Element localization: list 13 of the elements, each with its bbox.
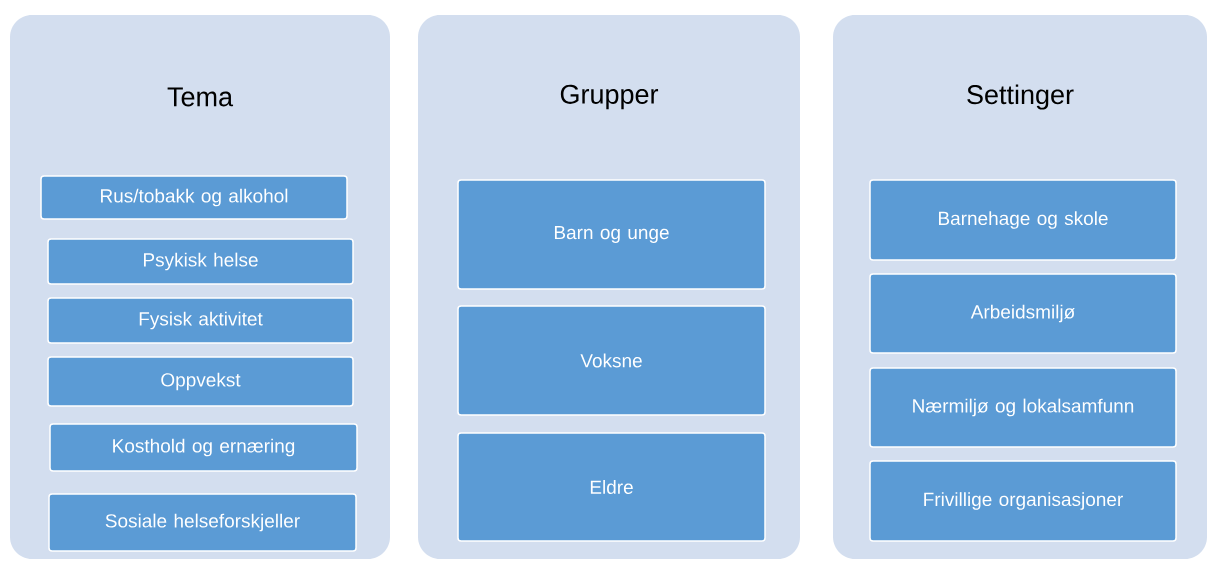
item-box: Psykisk helse bbox=[47, 238, 354, 285]
item-box: Voksne bbox=[457, 305, 766, 416]
item-box: Frivillige organisasjoner bbox=[869, 460, 1177, 542]
item-box: Eldre bbox=[457, 432, 766, 542]
item-box: Oppvekst bbox=[47, 356, 354, 407]
item-box: Arbeidsmiljø bbox=[869, 273, 1177, 354]
item-box: Rus/tobakk og alkohol bbox=[40, 175, 348, 220]
item-box: Barn og unge bbox=[457, 179, 766, 290]
item-box: Nærmiljø og lokalsamfunn bbox=[869, 367, 1177, 448]
item-box: Sosiale helseforskjeller bbox=[48, 493, 357, 552]
item-box: Fysisk aktivitet bbox=[47, 297, 354, 344]
item-box: Barnehage og skole bbox=[869, 179, 1177, 261]
item-box: Kosthold og ernæring bbox=[49, 423, 358, 472]
